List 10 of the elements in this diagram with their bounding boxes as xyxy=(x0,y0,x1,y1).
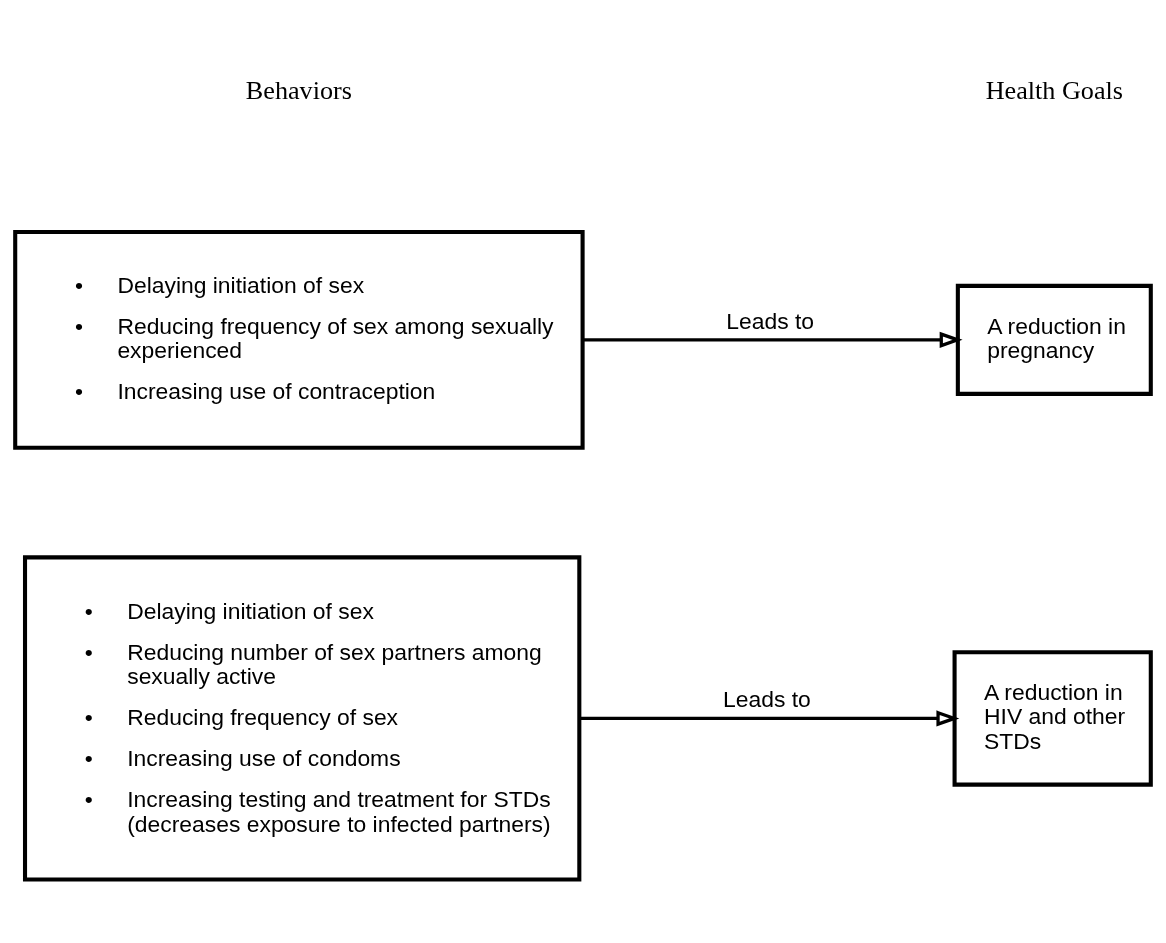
edge-label: Leads to xyxy=(726,307,815,334)
edge-label: Leads to xyxy=(723,686,811,713)
arrow xyxy=(579,710,960,727)
node-box: A reduction in pregnancy xyxy=(955,283,1153,396)
arrow xyxy=(582,331,963,348)
node-box: A reduction in HIV and other STDs xyxy=(952,650,1153,787)
label: Behaviors xyxy=(245,76,352,106)
node-box: • Delaying initiation of sex • Reducing number of sex partners among sexually active • Reducing frequency of sex • Increasing use of condoms • Increasing testing and treatment for STDs (decreases exposure to infected partners) xyxy=(22,555,582,882)
label: Health Goals xyxy=(985,76,1123,106)
node-box: • Delaying initiation of sex • Reducing frequency of sex among sexually experienced • Increasing use of contraception xyxy=(13,229,585,450)
